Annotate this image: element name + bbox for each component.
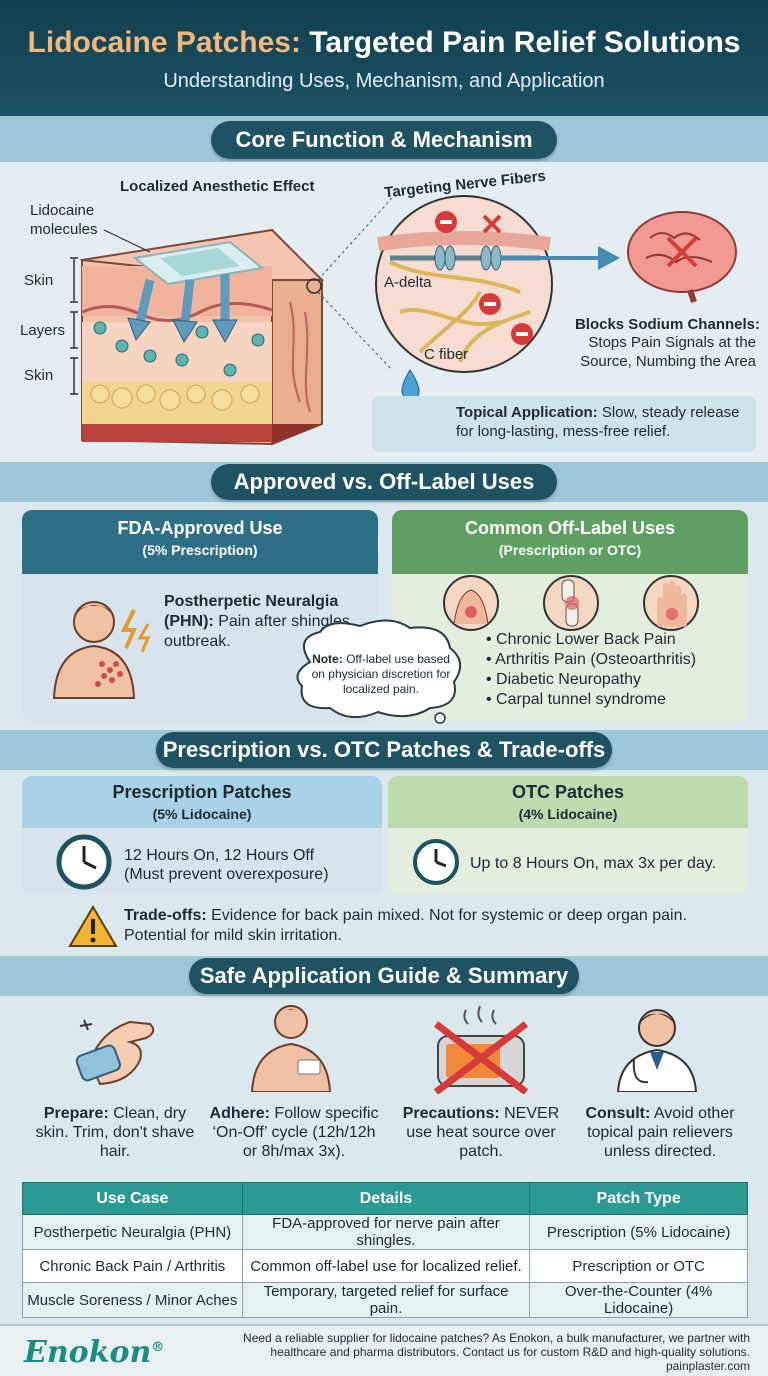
guide-steps: Prepare: Clean, dry skin. Trim, don't sh…	[0, 1000, 768, 1172]
knee-joint-icon	[543, 575, 599, 631]
footer-url[interactable]: painplaster.com	[665, 1359, 750, 1373]
table-cell: Postherpetic Neuralgia (PHN)	[22, 1214, 243, 1250]
tradeoffs-text: Trade-offs: Evidence for back pain mixed…	[124, 907, 687, 944]
skin-cross-section-illustration	[70, 195, 737, 449]
phn-text: Postherpetic Neuralgia (PHN): Pain after…	[164, 593, 350, 650]
table-cell: Muscle Soreness / Minor Aches	[22, 1282, 243, 1318]
core-section: Localized Anesthetic Effect Lidocaine mo…	[0, 162, 768, 462]
blocks-title: Blocks Sodium Channels:	[574, 316, 760, 333]
list-item: • Chronic Lower Back Pain	[486, 631, 676, 648]
table-header-row: Use Case Details Patch Type	[22, 1182, 748, 1215]
step-consult: Consult: Avoid other topical pain reliev…	[585, 1105, 735, 1160]
note-text: Note: Off-label use based on physician d…	[311, 652, 451, 696]
clock-icon	[56, 834, 112, 890]
summary-table: Use Case Details Patch Type Postherpetic…	[22, 1182, 748, 1318]
guide-heading: Safe Application Guide & Summary	[189, 958, 579, 994]
table-cell: Prescription (5% Lidocaine)	[529, 1214, 748, 1250]
note-bubble	[296, 619, 461, 724]
molecules-label: Lidocaine molecules	[30, 202, 98, 238]
table-cell: Common off-label use for localized relie…	[241, 1249, 531, 1283]
topical-box	[372, 396, 756, 452]
page-subtitle: Understanding Uses, Mechanism, and Appli…	[163, 70, 605, 92]
cfiber-label: C fiber	[424, 346, 469, 363]
otc-card: OTC Patches (4% Lidocaine) Up to 8 Hours…	[388, 776, 748, 894]
rx-card: Prescription Patches (5% Lidocaine) 12 H…	[22, 776, 382, 894]
doctor-icon	[616, 1009, 698, 1092]
table-row: Muscle Soreness / Minor Aches Temporary,…	[22, 1282, 748, 1318]
footer-text: Need a reliable supplier for lidocaine p…	[243, 1331, 750, 1373]
no-heat-icon	[433, 1005, 529, 1094]
blocks-text: Stops Pain Signals at the Source, Numbin…	[580, 334, 756, 370]
otc-text: Up to 8 Hours On, max 3x per day.	[470, 855, 717, 872]
fda-card: FDA-Approved Use (5% Prescription) Posth…	[22, 510, 378, 722]
clock-icon	[413, 839, 459, 885]
header: Lidocaine Patches: Targeted Pain Relief …	[0, 0, 768, 116]
patch-on-back-icon	[250, 1005, 332, 1092]
topical-text: Topical Application: Slow, steady releas…	[456, 404, 740, 440]
list-item: • Carpal tunnel syndrome	[486, 691, 666, 708]
person-back-pain-icon	[52, 601, 151, 699]
localized-label: Localized Anesthetic Effect	[120, 178, 315, 195]
page-title: Lidocaine Patches: Targeted Pain Relief …	[27, 26, 741, 59]
adelta-label: A-delta	[384, 274, 432, 291]
table-header: Details	[241, 1182, 531, 1215]
uses-heading: Approved vs. Off-Label Uses	[211, 464, 557, 500]
skin-label: Skin	[24, 272, 54, 289]
rx-heading: Prescription vs. OTC Patches & Trade-off…	[156, 732, 612, 768]
warning-icon	[68, 905, 118, 947]
step-prepare: Prepare: Clean, dry skin. Trim, don't sh…	[35, 1105, 195, 1160]
list-item: • Arthritis Pain (Osteoarthritis)	[486, 651, 697, 668]
table-header: Use Case	[22, 1182, 243, 1215]
back-pain-icon	[443, 575, 499, 631]
table-row: Postherpetic Neuralgia (PHN) FDA-approve…	[22, 1214, 748, 1250]
table-cell: Chronic Back Pain / Arthritis	[22, 1249, 243, 1283]
step-precautions: Precautions: NEVER use heat source over …	[402, 1105, 560, 1160]
rx-text: 12 Hours On, 12 Hours Off(Must prevent o…	[124, 847, 329, 883]
skin-label: Skin	[24, 367, 54, 384]
table-cell: Prescription or OTC	[529, 1249, 748, 1283]
layers-label: Layers	[20, 322, 66, 339]
table-cell: Over-the-Counter (4% Lidocaine)	[529, 1282, 748, 1318]
core-heading: Core Function & Mechanism	[211, 121, 557, 159]
footer: Enokon® Need a reliable supplier for lid…	[0, 1324, 768, 1376]
brand-logo: Enokon®	[24, 1335, 165, 1370]
table-cell: Temporary, targeted relief for surface p…	[241, 1282, 531, 1318]
table-header: Patch Type	[529, 1182, 748, 1215]
washing-hands-icon	[75, 1019, 155, 1086]
hand-wrist-icon	[643, 575, 699, 631]
table-row: Chronic Back Pain / Arthritis Common off…	[22, 1249, 748, 1283]
list-item: • Diabetic Neuropathy	[486, 671, 642, 688]
offlabel-list: • Chronic Lower Back Pain • Arthritis Pa…	[486, 630, 696, 710]
step-adhere: Adhere: Follow specific ‘On-Off’ cycle (…	[209, 1105, 379, 1160]
table-cell: FDA-approved for nerve pain after shingl…	[241, 1214, 531, 1250]
